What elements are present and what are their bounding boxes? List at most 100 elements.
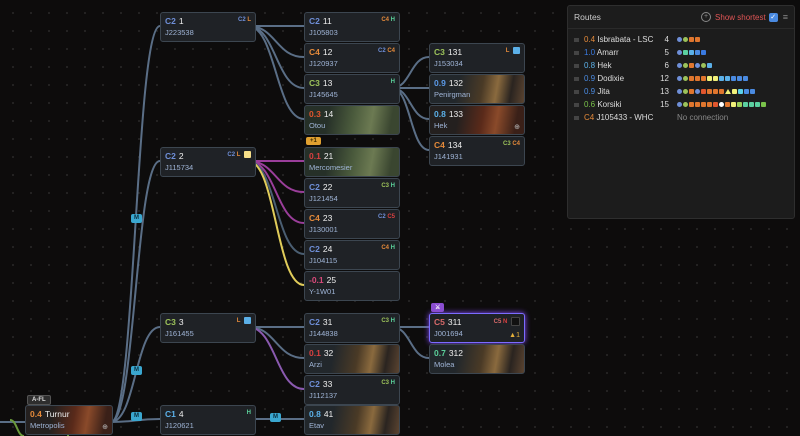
node-subtitle: J120937 <box>309 59 338 68</box>
connection-link[interactable] <box>247 326 305 359</box>
connection-link[interactable] <box>247 25 305 89</box>
connection-link[interactable] <box>247 160 305 255</box>
station-icon: ⊕ <box>102 424 108 431</box>
connection-link[interactable] <box>247 326 305 390</box>
static-tags: H <box>391 78 395 86</box>
route-system-marker <box>737 102 742 107</box>
static-tags: C4 H <box>381 16 395 24</box>
route-system-marker <box>683 63 688 68</box>
node-subtitle: J141931 <box>434 152 463 161</box>
drag-handle-icon[interactable] <box>574 115 579 120</box>
route-system-marker <box>683 89 688 94</box>
node-subtitle: J104115 <box>309 256 338 265</box>
route-system-marker <box>683 50 688 55</box>
node-name: 2 <box>178 151 184 161</box>
marker-icon[interactable] <box>513 47 520 54</box>
static-tag: H <box>390 245 395 251</box>
connection-link[interactable] <box>247 25 305 58</box>
drag-handle-icon[interactable] <box>574 50 579 55</box>
drag-handle-icon[interactable] <box>574 76 579 81</box>
wormhole-class: C1 <box>165 409 176 419</box>
static-tag: H <box>390 318 395 324</box>
static-tag: C2 <box>237 17 248 23</box>
show-shortest-checkbox[interactable]: ✓ <box>768 12 778 22</box>
drag-handle-icon[interactable] <box>574 63 579 68</box>
node-subtitle: J153034 <box>434 59 463 68</box>
route-system-marker <box>737 76 742 81</box>
wormhole-class: C4 <box>309 47 320 57</box>
marker-icon[interactable] <box>244 317 251 324</box>
marker-icon[interactable] <box>511 317 520 326</box>
node-subtitle: Otou <box>309 121 326 130</box>
wormhole-class: C2 <box>309 317 320 327</box>
drag-handle-icon[interactable] <box>574 37 579 42</box>
drag-handle-icon[interactable] <box>574 89 579 94</box>
marker-icon[interactable] <box>244 151 251 158</box>
node-subtitle: J001694 <box>434 329 463 338</box>
static-tag: H <box>390 183 395 189</box>
node-name: Turnur <box>44 409 70 419</box>
route-destination: 1.0 Amarr <box>584 48 659 57</box>
route-system-marker <box>701 63 706 68</box>
route-system-marker <box>750 89 755 94</box>
connection-link[interactable] <box>247 160 305 224</box>
route-chain <box>677 76 749 81</box>
route-system-marker <box>689 50 694 55</box>
static-tag: C4 <box>381 17 391 23</box>
connection-link[interactable] <box>110 160 161 423</box>
settings-menu-icon[interactable]: ≡ <box>782 12 788 22</box>
drag-handle-icon[interactable] <box>574 102 579 107</box>
show-shortest-label[interactable]: Show shortest <box>715 12 766 22</box>
static-tag: H <box>390 79 395 85</box>
connection-link[interactable] <box>110 25 161 423</box>
add-route-icon[interactable]: + <box>701 12 712 22</box>
static-tag: C4 <box>381 245 391 251</box>
connection-link[interactable] <box>247 160 305 286</box>
static-tag: C2 <box>377 48 388 54</box>
route-system-marker <box>689 37 694 42</box>
route-system-marker <box>707 102 712 107</box>
static-tag: L <box>505 48 511 55</box>
route-system-marker <box>701 102 706 107</box>
static-tag: C4 <box>387 48 395 54</box>
connection-link[interactable] <box>247 25 305 120</box>
route-system-marker <box>683 37 688 42</box>
